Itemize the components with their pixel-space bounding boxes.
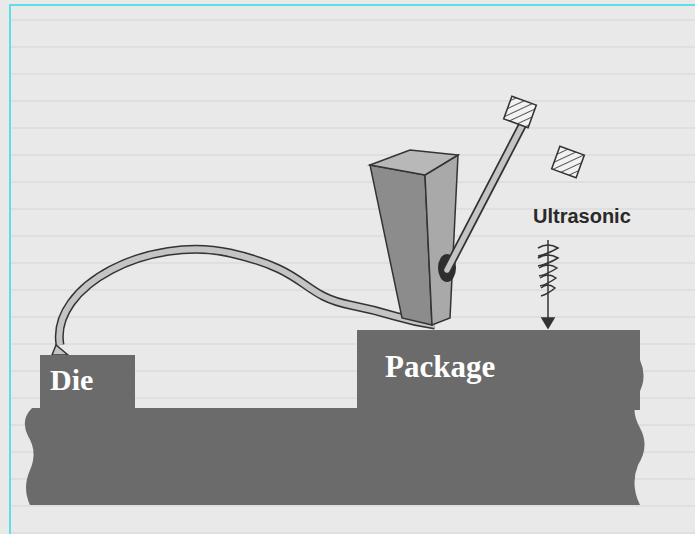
annotation-label: Ultrasonic xyxy=(533,205,631,228)
die-block: Die xyxy=(40,355,135,409)
ultrasonic-arrow xyxy=(538,240,558,328)
substrate xyxy=(25,330,645,505)
part-name: Die xyxy=(50,363,135,396)
package-block: Package xyxy=(357,330,640,410)
part-name: Package xyxy=(385,350,640,384)
